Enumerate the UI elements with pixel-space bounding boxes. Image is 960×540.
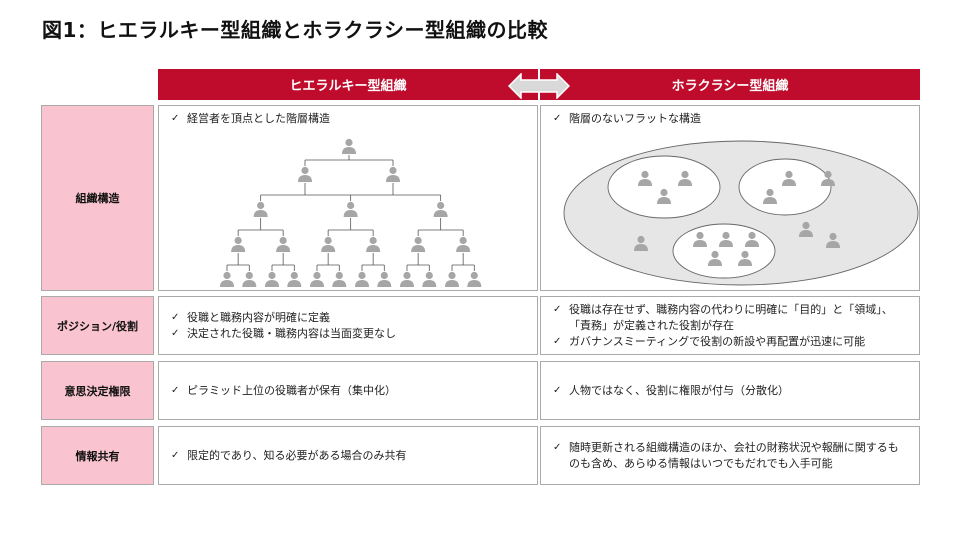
check-icon: ✓ [553,441,562,453]
check-icon: ✓ [553,303,562,315]
list-item: ✓ 人物ではなく、役割に権限が付与（分散化） [553,383,789,397]
check-icon: ✓ [553,384,562,396]
row-label-structure: 組織構造 [41,105,154,291]
list-item: ✓ 限定的であり、知る必要がある場合のみ共有 [171,448,407,462]
cell-position-hierarchy: ✓ 役職と職務内容が明確に定義 ✓ 決定された役職・職務内容は当面変更なし [158,296,538,355]
cell-decision-holacracy: ✓ 人物ではなく、役割に権限が付与（分散化） [540,361,920,420]
check-icon: ✓ [171,311,180,323]
list-item: ✓ ピラミッド上位の役職者が保有（集中化） [171,383,396,397]
cell-position-holacracy: ✓ 役職は存在せず、職務内容の代わりに明確に「目的」と「領域」、「責務」が定義さ… [540,296,920,355]
cell-structure-holacracy: ✓ 階層のないフラットな構造 [540,105,920,291]
check-icon: ✓ [171,113,180,124]
double-arrow-icon [508,73,570,99]
list-item: ✓ ガバナンスミーティングで役割の新設や再配置が迅速に可能 [553,334,866,348]
row-label-decision: 意思決定権限 [41,361,154,420]
cell-structure-hierarchy: ✓ 経営者を頂点とした階層構造 [158,105,538,291]
column-header-hierarchy: ヒエラルキー型組織 [158,69,538,100]
cell-decision-hierarchy: ✓ ピラミッド上位の役職者が保有（集中化） [158,361,538,420]
list-item: ✓ 経営者を頂点とした階層構造 [171,112,330,125]
list-item: ✓ 役職は存在せず、職務内容の代わりに明確に「目的」と「領域」、「責務」が定義さ… [553,302,893,332]
check-icon: ✓ [171,327,180,339]
row-label-info: 情報共有 [41,426,154,485]
check-icon: ✓ [171,449,180,461]
list-item: ✓ 役職と職務内容が明確に定義 [171,310,330,324]
cell-info-holacracy: ✓ 随時更新される組織構造のほか、会社の財務状況や報酬に関するものも含め、あらゆ… [540,426,920,485]
check-icon: ✓ [553,113,562,124]
row-label-position: ポジション/役割 [41,296,154,355]
page-title: 図1：ヒエラルキー型組織とホラクラシー型組織の比較 [42,18,549,42]
check-icon: ✓ [171,384,180,396]
list-item: ✓ 随時更新される組織構造のほか、会社の財務状況や報酬に関するものも含め、あらゆ… [553,440,899,470]
list-item: ✓ 階層のないフラットな構造 [553,112,701,125]
check-icon: ✓ [553,335,562,347]
list-item: ✓ 決定された役職・職務内容は当面変更なし [171,326,396,340]
cell-info-hierarchy: ✓ 限定的であり、知る必要がある場合のみ共有 [158,426,538,485]
column-header-holacracy: ホラクラシー型組織 [540,69,920,100]
